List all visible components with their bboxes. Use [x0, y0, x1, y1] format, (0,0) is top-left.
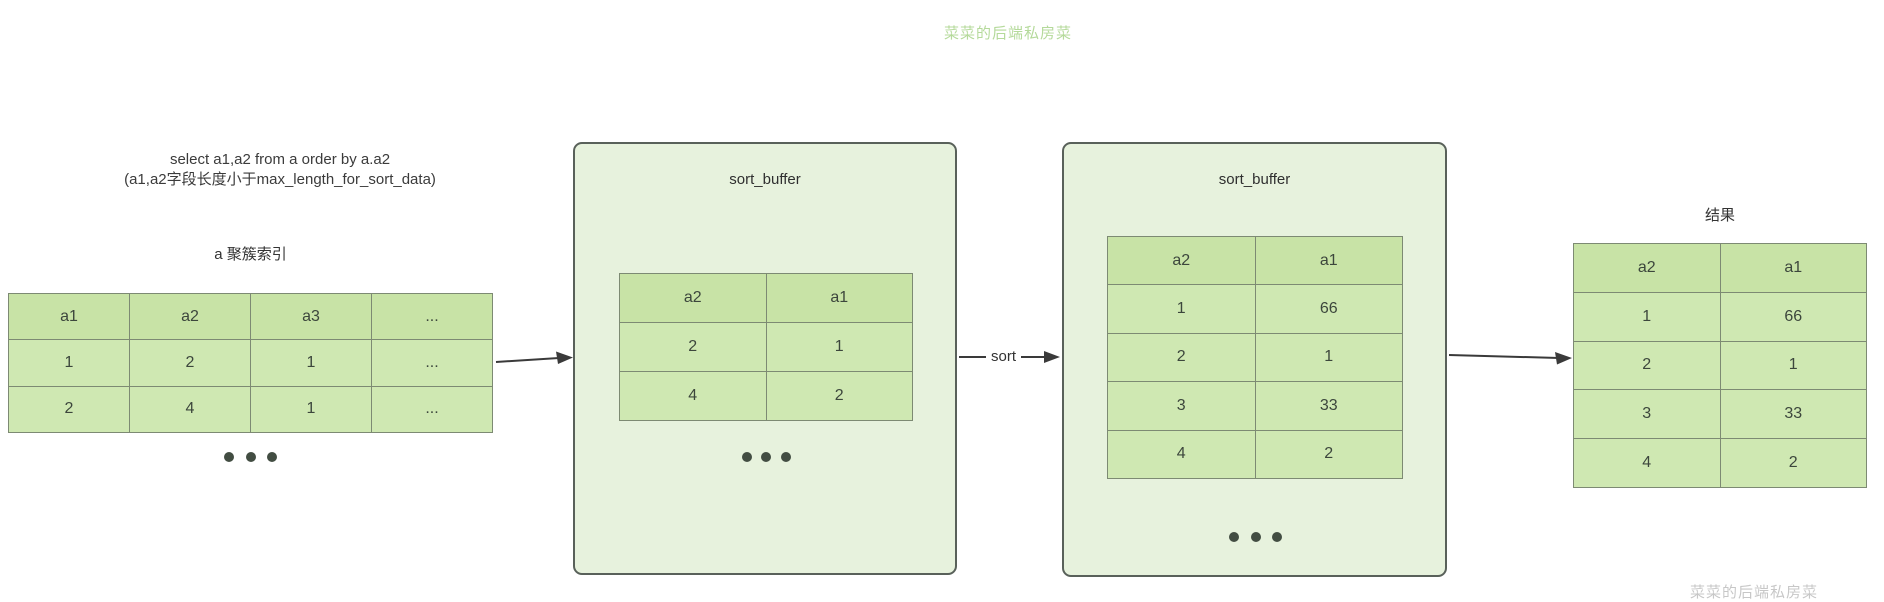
table-cell: 3: [1573, 389, 1721, 440]
table-row: 2 1: [1107, 332, 1403, 383]
table-row: 1 66: [1107, 284, 1403, 334]
table-header-cell: a2: [129, 292, 251, 341]
table-cell: 1: [250, 385, 372, 434]
table-header-cell: a3: [250, 292, 372, 341]
table-cell: 2: [8, 385, 130, 434]
diagram-canvas: { "watermark": { "top_text": "菜菜的后端私房菜",…: [8, 25, 1867, 601]
arrow-cluster-to-buffer-icon: [495, 351, 573, 364]
table-header-cell: a2: [1107, 235, 1256, 286]
table-cell: 4: [619, 371, 767, 421]
table-row: 2 4 1 ...: [8, 385, 493, 434]
table-header-cell: ...: [371, 292, 493, 341]
table-cell: 66: [1254, 284, 1403, 334]
table-cell: 4: [129, 385, 251, 434]
sort-buffer-2-table: a2 a1 1 66 2 1 3 33 4 2: [1107, 235, 1403, 480]
table-row: 2 1: [1573, 340, 1867, 391]
table-cell: 1: [1573, 291, 1721, 342]
table-row: 4 2: [1107, 429, 1403, 480]
table-row: 2 1: [619, 322, 913, 372]
table-cell: 66: [1719, 291, 1867, 342]
table-cell: 1: [8, 339, 130, 387]
table-row: 4 2: [619, 371, 913, 421]
table-cell: 2: [619, 322, 767, 372]
table-cell: 1: [765, 322, 913, 372]
sort-buffer-1-table: a2 a1 2 1 4 2: [619, 273, 913, 421]
table-row: a1 a2 a3 ...: [8, 292, 493, 341]
table-cell: 1: [1107, 284, 1256, 334]
sql-query-line1: select a1,a2 from a order by a.a2: [169, 151, 391, 168]
table-header-cell: a1: [1254, 235, 1403, 286]
table-header-cell: a1: [8, 292, 130, 341]
table-cell: 4: [1107, 429, 1256, 480]
table-cell: 2: [765, 371, 913, 421]
table-cell: 2: [1719, 438, 1867, 488]
table-cell: 1: [1254, 332, 1403, 383]
table-cell: 2: [1107, 332, 1256, 383]
result-label: 结果: [1704, 207, 1735, 224]
table-row: 1 2 1 ...: [8, 339, 493, 387]
table-row: 1 66: [1573, 291, 1867, 342]
sql-query-text: select a1,a2 from a order by a.a2 (a1,a2…: [58, 150, 502, 190]
table-cell: ...: [371, 339, 493, 387]
table-header-cell: a1: [765, 273, 913, 323]
table-row: a2 a1: [1573, 243, 1867, 293]
table-cell: ...: [371, 385, 493, 434]
table-cell: 2: [129, 339, 251, 387]
table-cell: 33: [1719, 389, 1867, 440]
table-cell: 2: [1573, 340, 1721, 391]
table-cell: 1: [250, 339, 372, 387]
table-row: a2 a1: [619, 273, 913, 323]
sql-query-line2: (a1,a2字段长度小于max_length_for_sort_data): [124, 171, 436, 188]
result-table: a2 a1 1 66 2 1 3 33 4 2: [1573, 243, 1867, 488]
table-row: 3 33: [1573, 389, 1867, 440]
sort-buffer-1-title: sort_buffer: [729, 171, 801, 188]
table-cell: 33: [1254, 381, 1403, 431]
cluster-index-table: a1 a2 a3 ... 1 2 1 ... 2 4 1 ...: [8, 292, 493, 434]
sort-arrow-label: sort: [986, 348, 1022, 365]
ellipsis-dots-cluster: [224, 452, 277, 462]
sort-buffer-2-title: sort_buffer: [1218, 171, 1291, 188]
table-row: 3 33: [1107, 381, 1403, 431]
table-cell: 4: [1573, 438, 1721, 488]
table-cell: 3: [1107, 381, 1256, 431]
table-header-cell: a2: [619, 273, 767, 323]
top-watermark: 菜菜的后端私房菜: [944, 25, 1073, 42]
table-row: a2 a1: [1107, 235, 1403, 286]
table-cell: 2: [1254, 429, 1403, 480]
bottom-watermark: 菜菜的后端私房菜: [1690, 584, 1819, 601]
table-row: 4 2: [1573, 438, 1867, 488]
cluster-index-label: a 聚簇索引: [214, 246, 287, 263]
table-header-cell: a1: [1719, 243, 1867, 293]
arrow-buffer-to-result-icon: [1448, 352, 1572, 365]
table-cell: 1: [1719, 340, 1867, 391]
table-header-cell: a2: [1573, 243, 1721, 293]
